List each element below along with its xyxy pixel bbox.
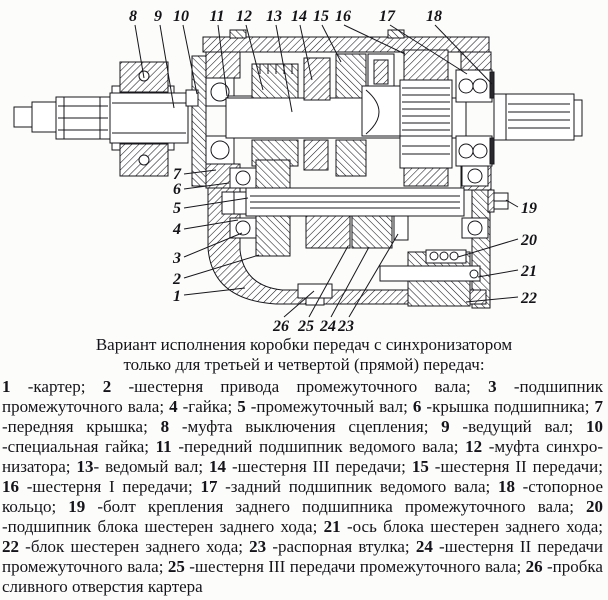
callout-number-3: 3 bbox=[172, 250, 181, 267]
part-number-2: 2 bbox=[102, 377, 112, 396]
leader-line-18 bbox=[434, 24, 493, 85]
figure-title: Вариант исполнения коробки передач с син… bbox=[14, 335, 594, 375]
callout-number-22: 22 bbox=[520, 290, 537, 307]
callout-number-9: 9 bbox=[154, 8, 162, 25]
part-number-15: 15 bbox=[411, 457, 429, 476]
part-number-23: 23 bbox=[249, 537, 267, 556]
leader-line-2 bbox=[183, 254, 260, 279]
part-number-24: 24 bbox=[415, 537, 433, 556]
leader-line-26 bbox=[283, 290, 315, 318]
leader-line-8 bbox=[134, 24, 145, 79]
part-number-4: 4 bbox=[169, 397, 178, 416]
part-number-21: 21 bbox=[323, 517, 341, 536]
leader-line-4 bbox=[183, 219, 239, 230]
callout-number-13: 13 bbox=[266, 8, 282, 25]
part-number-17: 17 bbox=[200, 477, 218, 496]
callout-number-23: 23 bbox=[337, 318, 354, 333]
part-number-16: 16 bbox=[2, 477, 19, 496]
figure-title-line2: только для третьей и четвертой (прямой) … bbox=[123, 355, 485, 374]
driven-shaft-gear-cluster bbox=[225, 49, 467, 187]
clutch-release-sleeve bbox=[111, 61, 175, 177]
callout-number-6: 6 bbox=[173, 181, 181, 198]
part-number-10: 10 bbox=[585, 417, 603, 436]
input-shaft bbox=[13, 61, 199, 177]
callout-number-14: 14 bbox=[291, 8, 307, 25]
callout-number-1: 1 bbox=[173, 288, 181, 305]
callout-number-25: 25 bbox=[297, 318, 314, 333]
part-number-1: 1 bbox=[2, 377, 11, 396]
part-number-5: 5 bbox=[237, 397, 246, 416]
part-number-13: 13 bbox=[76, 457, 94, 476]
callout-number-15: 15 bbox=[313, 8, 329, 25]
callout-number-26: 26 bbox=[272, 318, 289, 333]
front-bearing-input bbox=[205, 77, 235, 165]
part-number-19: 19 bbox=[68, 497, 86, 516]
callout-number-10: 10 bbox=[173, 8, 189, 25]
leader-line-22 bbox=[465, 296, 519, 303]
leader-line-14 bbox=[299, 24, 313, 81]
caption-body: 1 -картер; 2 -шестерня привода промежуто… bbox=[2, 377, 604, 596]
leader-line-25 bbox=[308, 245, 349, 318]
callout-number-24: 24 bbox=[319, 318, 336, 333]
leader-line-1 bbox=[183, 287, 246, 296]
callout-number-16: 16 bbox=[335, 8, 351, 25]
callout-number-21: 21 bbox=[520, 263, 537, 280]
callout-number-4: 4 bbox=[172, 221, 181, 238]
reverse-gear-block bbox=[379, 249, 481, 307]
snap-ring bbox=[489, 71, 495, 165]
callout-number-5: 5 bbox=[173, 200, 181, 217]
leader-line-15 bbox=[321, 24, 342, 63]
part-number-8: 8 bbox=[160, 417, 170, 436]
part-number-26: 26 bbox=[525, 557, 543, 576]
leader-line-16 bbox=[343, 24, 406, 55]
leader-line-17 bbox=[389, 24, 468, 75]
callout-number-20: 20 bbox=[520, 232, 537, 249]
callout-number-11: 11 bbox=[209, 8, 224, 25]
callout-number-17: 17 bbox=[379, 8, 396, 25]
leader-line-11 bbox=[217, 24, 228, 97]
part-number-7: 7 bbox=[594, 397, 603, 416]
leader-line-24 bbox=[330, 246, 370, 318]
leader-line-19 bbox=[505, 199, 519, 208]
part-number-22: 22 bbox=[2, 537, 19, 556]
countershaft-rear-bearing bbox=[461, 165, 489, 239]
leader-line-5 bbox=[183, 197, 249, 209]
leader-line-23 bbox=[348, 233, 399, 318]
part-number-6: 6 bbox=[412, 397, 422, 416]
callout-number-2: 2 bbox=[172, 271, 181, 288]
leader-line-13 bbox=[275, 24, 293, 113]
leader-line-10 bbox=[182, 24, 198, 95]
leader-line-12 bbox=[245, 24, 264, 91]
callout-number-7: 7 bbox=[173, 166, 182, 183]
part-number-12: 12 bbox=[465, 437, 483, 456]
figure-title-line1: Вариант исполнения коробки передач с син… bbox=[95, 335, 513, 354]
part-number-25: 25 bbox=[167, 557, 185, 576]
leader-line-21 bbox=[477, 269, 519, 278]
drain-plug bbox=[297, 283, 333, 306]
callout-number-8: 8 bbox=[129, 8, 137, 25]
leader-line-9 bbox=[159, 24, 175, 109]
gearbox-diagram: 89 10 11 12 13 14 15 16 17 18 76 5 4 3 21 19 20 21 22 26 25 2… bbox=[13, 8, 583, 333]
part-number-14: 14 bbox=[209, 457, 227, 476]
leader-line-3 bbox=[183, 232, 243, 258]
part-number-9: 9 bbox=[441, 417, 450, 436]
part-number-3: 3 bbox=[488, 377, 497, 396]
part-number-18: 18 bbox=[497, 477, 515, 496]
part-number-11: 11 bbox=[155, 437, 172, 456]
leader-line-7 bbox=[183, 169, 217, 175]
special-nut bbox=[185, 89, 199, 107]
callout-number-19: 19 bbox=[521, 200, 537, 217]
leader-line-20 bbox=[457, 238, 519, 258]
part-number-20: 20 bbox=[586, 497, 603, 516]
callout-number-12: 12 bbox=[236, 8, 252, 25]
output-shaft bbox=[493, 93, 583, 141]
retaining-bolt bbox=[487, 189, 509, 213]
leader-line-6 bbox=[183, 182, 230, 190]
rear-bearing-driven bbox=[455, 69, 493, 167]
countershaft bbox=[221, 159, 489, 257]
callout-number-18: 18 bbox=[426, 8, 442, 25]
reverse-axle bbox=[379, 265, 481, 282]
